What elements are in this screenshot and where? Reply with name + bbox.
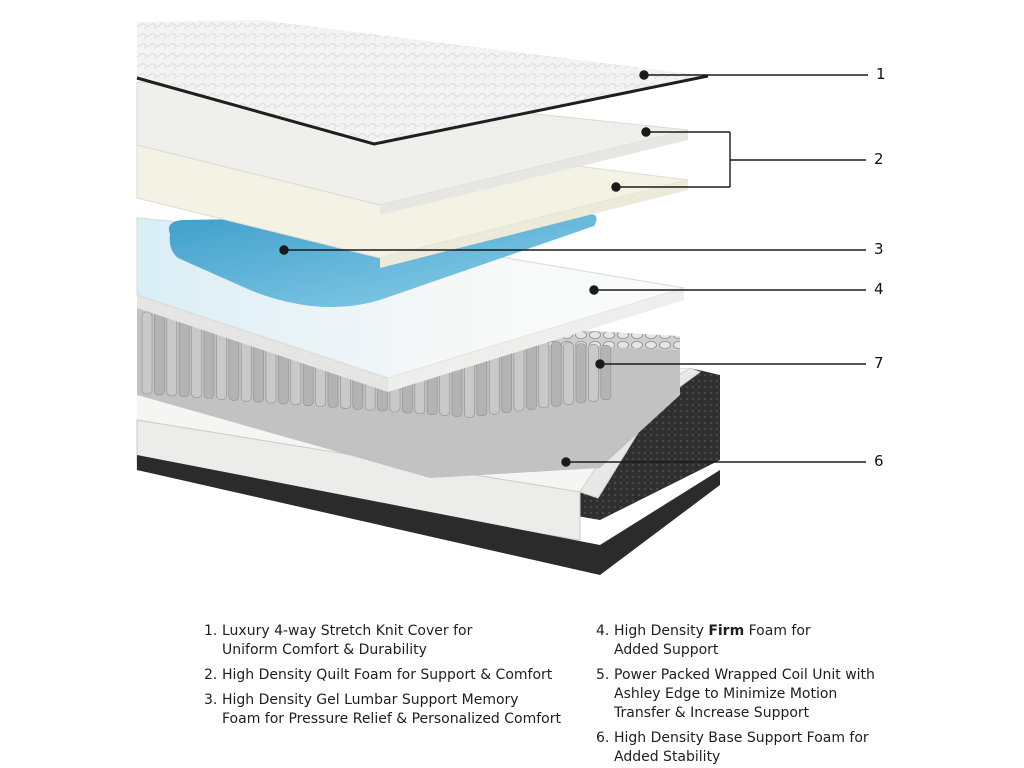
callout-leaders bbox=[279, 70, 868, 467]
mattress-layers-illustration bbox=[136, 20, 868, 575]
firm-foam-edge bbox=[388, 288, 684, 392]
knit-cover-edge bbox=[136, 74, 709, 146]
coil-column bbox=[575, 343, 587, 404]
coil-column bbox=[526, 339, 537, 410]
coil-column bbox=[178, 314, 190, 398]
callout-3: 3 bbox=[874, 240, 884, 258]
coil-column bbox=[166, 313, 178, 397]
legend-item-1: 1. Luxury 4-way Stretch Knit Cover for U… bbox=[204, 622, 584, 660]
legend-number: 6. bbox=[596, 730, 610, 746]
coil-column bbox=[588, 344, 599, 402]
legend-text: Luxury 4-way Stretch Knit Cover for Unif… bbox=[222, 623, 473, 658]
legend-text-bold: Firm bbox=[708, 623, 745, 639]
coil-columns bbox=[141, 311, 612, 418]
callout-7: 7 bbox=[874, 354, 884, 372]
knit-cover-layer bbox=[137, 20, 708, 146]
legend-number: 2. bbox=[204, 667, 218, 683]
legend-item-2: 2. High Density Quilt Foam for Support &… bbox=[204, 666, 584, 685]
legend-text-pre: High Density bbox=[614, 623, 709, 639]
legend-number: 1. bbox=[204, 623, 218, 639]
coil-column bbox=[538, 340, 550, 409]
legend-item-6: 6. High Density Base Support Foam for Ad… bbox=[596, 729, 896, 767]
quilt-foam-lower-edge bbox=[380, 180, 688, 268]
callout-4: 4 bbox=[874, 280, 884, 298]
legend-right-column: 4. High Density Firm Foam for Added Supp… bbox=[596, 622, 896, 768]
legend-number: 4. bbox=[596, 623, 610, 639]
quilt-foam-upper-edge bbox=[380, 130, 688, 215]
coil-column bbox=[550, 341, 562, 407]
legend-text: High Density Gel Lumbar Support Memory F… bbox=[222, 692, 561, 727]
legend-text: High Density Base Support Foam for Added… bbox=[614, 730, 869, 765]
callout-2: 2 bbox=[874, 150, 884, 168]
legend-text: High Density Quilt Foam for Support & Co… bbox=[222, 667, 553, 683]
legend-item-3: 3. High Density Gel Lumbar Support Memor… bbox=[204, 691, 584, 729]
legend-item-4: 4. High Density Firm Foam for Added Supp… bbox=[596, 622, 896, 660]
legend-item-5: 5. Power Packed Wrapped Coil Unit with A… bbox=[596, 666, 896, 723]
legend-left-column: 1. Luxury 4-way Stretch Knit Cover for U… bbox=[204, 622, 584, 735]
callout-6: 6 bbox=[874, 452, 884, 470]
legend-number: 3. bbox=[204, 692, 218, 708]
legend-text: Power Packed Wrapped Coil Unit with Ashl… bbox=[614, 667, 875, 721]
coil-column bbox=[154, 312, 165, 396]
legend-text: High Density Firm Foam for Added Support bbox=[614, 622, 811, 660]
legend-text-post: Foam for Added Support bbox=[614, 623, 811, 658]
coil-column bbox=[141, 311, 153, 395]
callout-1: 1 bbox=[876, 65, 886, 83]
coil-column bbox=[563, 342, 574, 405]
coil-column bbox=[600, 344, 612, 401]
legend-number: 5. bbox=[596, 667, 610, 683]
firm-foam-layer bbox=[137, 218, 388, 392]
